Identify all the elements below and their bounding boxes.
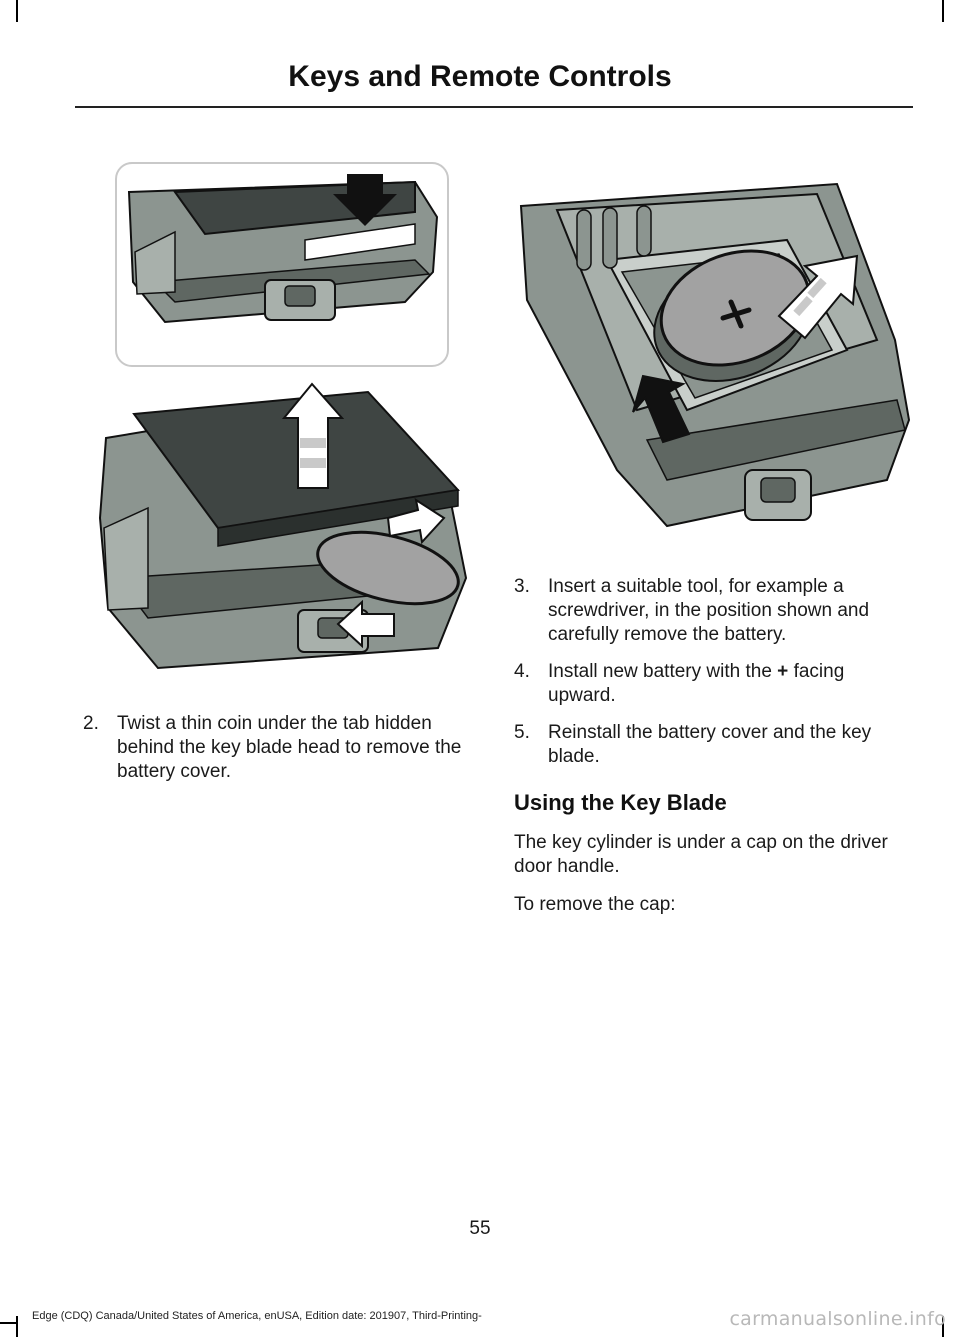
step-number: 4. [514,661,530,682]
twist-arrow-lower-icon [336,599,395,649]
figure-cover-press-inset [115,162,449,367]
paragraph: To remove the cap: [514,894,676,915]
step-2: 2. Twist a thin coin under the tab hidde… [83,712,473,784]
plus-symbol: + [777,661,789,682]
watermark: carmanualsonline.info [729,1308,946,1330]
crop-mark-bottom-left-h [0,1322,18,1324]
step-3: 3. Insert a suitable tool, for example a… [514,575,909,647]
figure-remove-battery [517,180,910,532]
step-text-before: Install new battery with the [548,661,772,682]
crop-mark-bottom-left-v [16,1316,18,1337]
section-heading: Using the Key Blade [514,790,727,815]
step-text: Twist a thin coin under the tab hidden b… [117,713,462,782]
page-number: 55 [469,1218,491,1239]
crop-mark-top-right [942,0,944,22]
step-number: 3. [514,576,530,597]
coin-battery [316,530,460,606]
step-4: 4. Install new battery with the + facing… [514,660,909,708]
step-number: 2. [83,713,99,734]
step-5: 5. Reinstall the battery cover and the k… [514,721,909,769]
crop-mark-top-left [16,0,18,22]
header-divider [75,106,913,108]
press-down-arrow-icon [333,174,397,226]
paragraph: The key cylinder is under a cap on the d… [514,832,888,877]
figure-remove-cover [98,378,468,683]
left-column-text: 2. Twist a thin coin under the tab hidde… [83,712,473,797]
step-text: Install new battery with the + facing up… [548,660,909,708]
step-text-after: facing upward. [548,661,845,706]
step-number: 5. [514,722,530,743]
battery-out-arrow-icon [777,254,859,340]
page-title: Keys and Remote Controls [288,60,672,93]
plus-symbol-icon [720,299,752,329]
step-text: Reinstall the battery cover and the key … [548,722,872,767]
step-text: Insert a suitable tool, for example a sc… [548,576,870,645]
lift-cover-arrow-icon [281,382,345,489]
insert-tool-arrow-icon [632,374,691,444]
twist-arrow-upper-icon [386,497,446,545]
footer-edition-info: Edge (CDQ) Canada/United States of Ameri… [32,1310,482,1322]
crop-mark-bottom-right-v [942,1316,944,1337]
right-column-text: 3. Insert a suitable tool, for example a… [514,575,909,931]
